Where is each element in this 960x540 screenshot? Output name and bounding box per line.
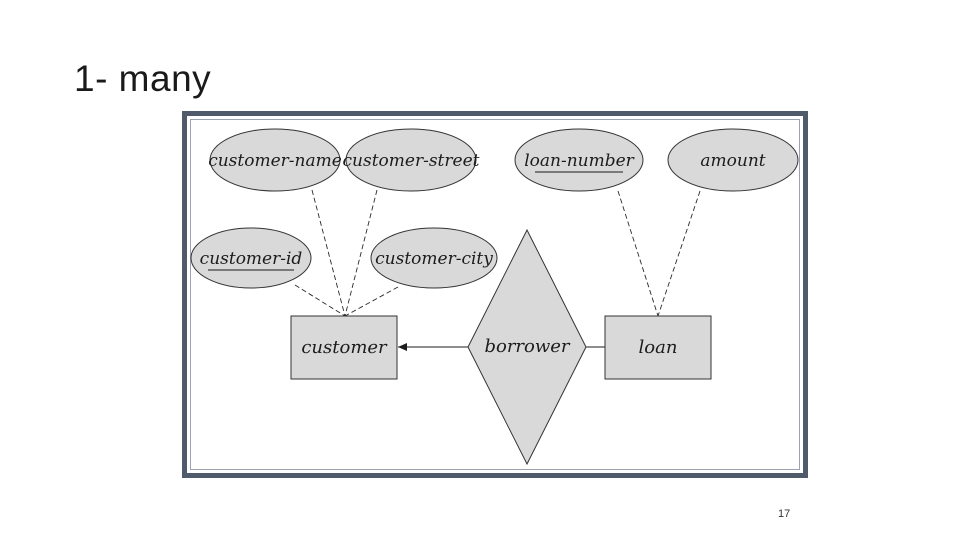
- slide-title: 1- many: [74, 58, 212, 99]
- attribute-loan-number-label: loan-number: [524, 151, 634, 171]
- attribute-customer-name: customer-name: [208, 128, 342, 192]
- attribute-customer-street: customer-street: [343, 128, 480, 192]
- connector-customer-street: [344, 189, 378, 317]
- connector-customer-city: [344, 286, 399, 317]
- attribute-customer-city: customer-city: [370, 227, 498, 289]
- entity-customer-label: customer: [301, 337, 388, 358]
- attribute-customer-id-label: customer-id: [200, 249, 303, 269]
- entity-customer: customer: [290, 315, 398, 380]
- connector-amount: [657, 190, 701, 317]
- attribute-customer-city-label: customer-city: [375, 249, 493, 269]
- connector-loan-number: [617, 190, 659, 317]
- entity-loan-label: loan: [639, 337, 678, 358]
- relationship-borrower: borrower: [467, 228, 587, 466]
- connector-customer-id: [294, 284, 346, 317]
- attribute-customer-name-label: customer-name: [208, 151, 342, 171]
- attribute-customer-id: customer-id: [190, 227, 312, 289]
- connector-customer-name: [311, 189, 346, 317]
- attribute-customer-street-label: customer-street: [343, 151, 480, 171]
- relationship-borrower-label: borrower: [484, 336, 570, 357]
- entity-loan: loan: [604, 315, 712, 380]
- attribute-loan-number: loan-number: [514, 128, 644, 192]
- page-number: 17: [778, 508, 791, 520]
- attribute-amount: amount: [667, 128, 799, 192]
- attribute-amount-label: amount: [700, 151, 765, 171]
- attribute-connectors: [294, 189, 701, 317]
